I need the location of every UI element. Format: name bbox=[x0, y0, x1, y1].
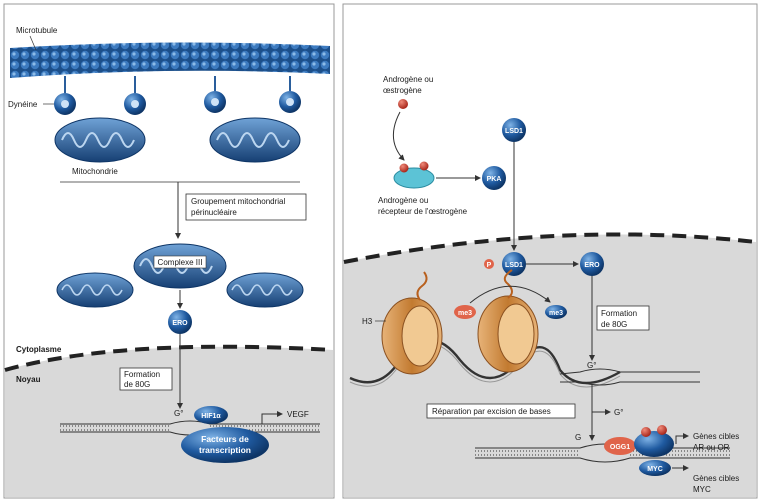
nucleus-label: Noyau bbox=[16, 375, 41, 384]
ros-node-right bbox=[580, 252, 604, 276]
formation-box-right bbox=[596, 305, 650, 331]
clustering-box bbox=[185, 193, 307, 221]
lsd1-label-nuc: LSD1 bbox=[505, 262, 523, 269]
me3-node-2 bbox=[545, 305, 567, 319]
mitochondria-label: Mitochondrie bbox=[72, 167, 118, 176]
gsite-right-2: G° bbox=[614, 408, 623, 417]
ber-label: Réparation par excision de bases bbox=[432, 407, 551, 416]
ros-label-left: ERO bbox=[172, 320, 188, 327]
hif-node bbox=[194, 406, 228, 424]
formation-right-2: de 80G bbox=[601, 320, 627, 329]
ber-box bbox=[426, 403, 576, 419]
lsd1-node-top bbox=[502, 118, 526, 142]
complex3-label: Complexe III bbox=[158, 258, 203, 267]
receptor-node bbox=[393, 161, 435, 189]
formation-box-left bbox=[119, 367, 173, 391]
tf-label-1: Facteurs de bbox=[201, 434, 249, 444]
nuclear-membrane-right bbox=[343, 232, 757, 264]
tf-label-2: transcription bbox=[199, 445, 251, 455]
ogg1-node bbox=[604, 437, 636, 455]
phospho-label: P bbox=[487, 262, 492, 269]
targets1-label-1: Gènes cibles bbox=[693, 432, 739, 441]
g-label: G bbox=[575, 433, 581, 442]
receptor-complex bbox=[634, 431, 674, 457]
ogg1-label: OGG1 bbox=[610, 444, 630, 451]
hormone-label-2: œstrogène bbox=[383, 86, 422, 95]
clustering-label-1: Groupement mitochondrial bbox=[191, 197, 285, 206]
clustering-label-2: périnucléaire bbox=[191, 208, 237, 217]
dynein-motors bbox=[54, 76, 301, 115]
lsd1-node-nuc bbox=[502, 252, 526, 276]
microtubule-label: Microtubule bbox=[16, 26, 58, 35]
ros-node-left bbox=[168, 310, 192, 334]
phospho-node bbox=[484, 259, 494, 269]
me3-label-2: me3 bbox=[549, 310, 563, 317]
dna-strand-right-1 bbox=[559, 368, 700, 386]
me3-node-1 bbox=[454, 305, 476, 319]
complex3-box bbox=[153, 255, 207, 269]
targets2-label-2: MYC bbox=[693, 485, 711, 494]
pka-node bbox=[482, 166, 506, 190]
hormone-label-1: Androgène ou bbox=[383, 75, 433, 84]
h3-label: H3 bbox=[362, 317, 373, 326]
receptor-label-2: récepteur de l'œstrogène bbox=[378, 207, 468, 216]
cytoplasm-label: Cytoplasme bbox=[16, 345, 62, 354]
right-panel: Androgène ou œstrogène Androgène ou réce… bbox=[342, 3, 758, 499]
lsd1-label-top: LSD1 bbox=[505, 128, 523, 135]
nuclear-membrane bbox=[4, 344, 334, 372]
targets1-label-2: AR ou OR bbox=[693, 443, 730, 452]
hif-label: HIF1α bbox=[201, 413, 221, 420]
vegf-label: VEGF bbox=[287, 410, 309, 419]
gsite-right: G° bbox=[587, 361, 596, 370]
mitochondria-top bbox=[54, 117, 301, 163]
formation-left-1: Formation bbox=[124, 370, 160, 379]
formation-left-2: de 80G bbox=[124, 380, 150, 389]
microtubule-shape bbox=[10, 42, 330, 78]
gsite-left: G° bbox=[174, 409, 183, 418]
left-panel: Microtubule Dynéine Mitochondrie Groupem… bbox=[3, 3, 335, 499]
ros-label-right: ERO bbox=[584, 262, 600, 269]
receptor-label-1: Androgène ou bbox=[378, 196, 428, 205]
hormone-molecule bbox=[398, 99, 408, 109]
targets2-label-1: Gènes cibles bbox=[693, 474, 739, 483]
myc-label: MYC bbox=[647, 466, 663, 473]
me3-label-1: me3 bbox=[458, 310, 472, 317]
dynein-label: Dynéine bbox=[8, 100, 38, 109]
formation-right-1: Formation bbox=[601, 309, 637, 318]
tf-node bbox=[181, 427, 269, 463]
myc-node bbox=[639, 460, 671, 476]
nucleosomes bbox=[349, 269, 621, 388]
pka-label: PKA bbox=[487, 176, 502, 183]
